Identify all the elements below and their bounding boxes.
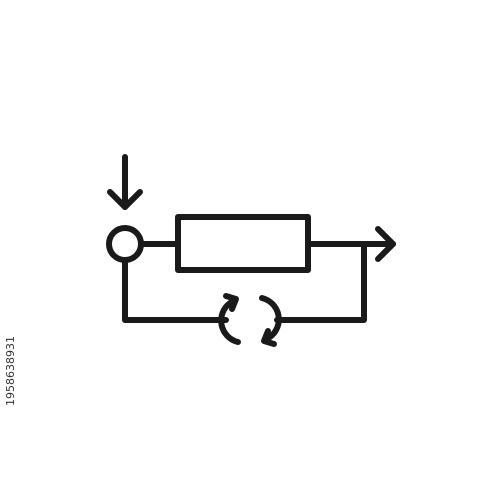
- feedback-loop-line: [274, 241, 367, 323]
- input-arrow-icon: [107, 154, 143, 210]
- cycle-arrows-icon: [218, 293, 282, 347]
- feedback-return-line: [122, 257, 229, 323]
- output-arrow-icon: [305, 226, 396, 262]
